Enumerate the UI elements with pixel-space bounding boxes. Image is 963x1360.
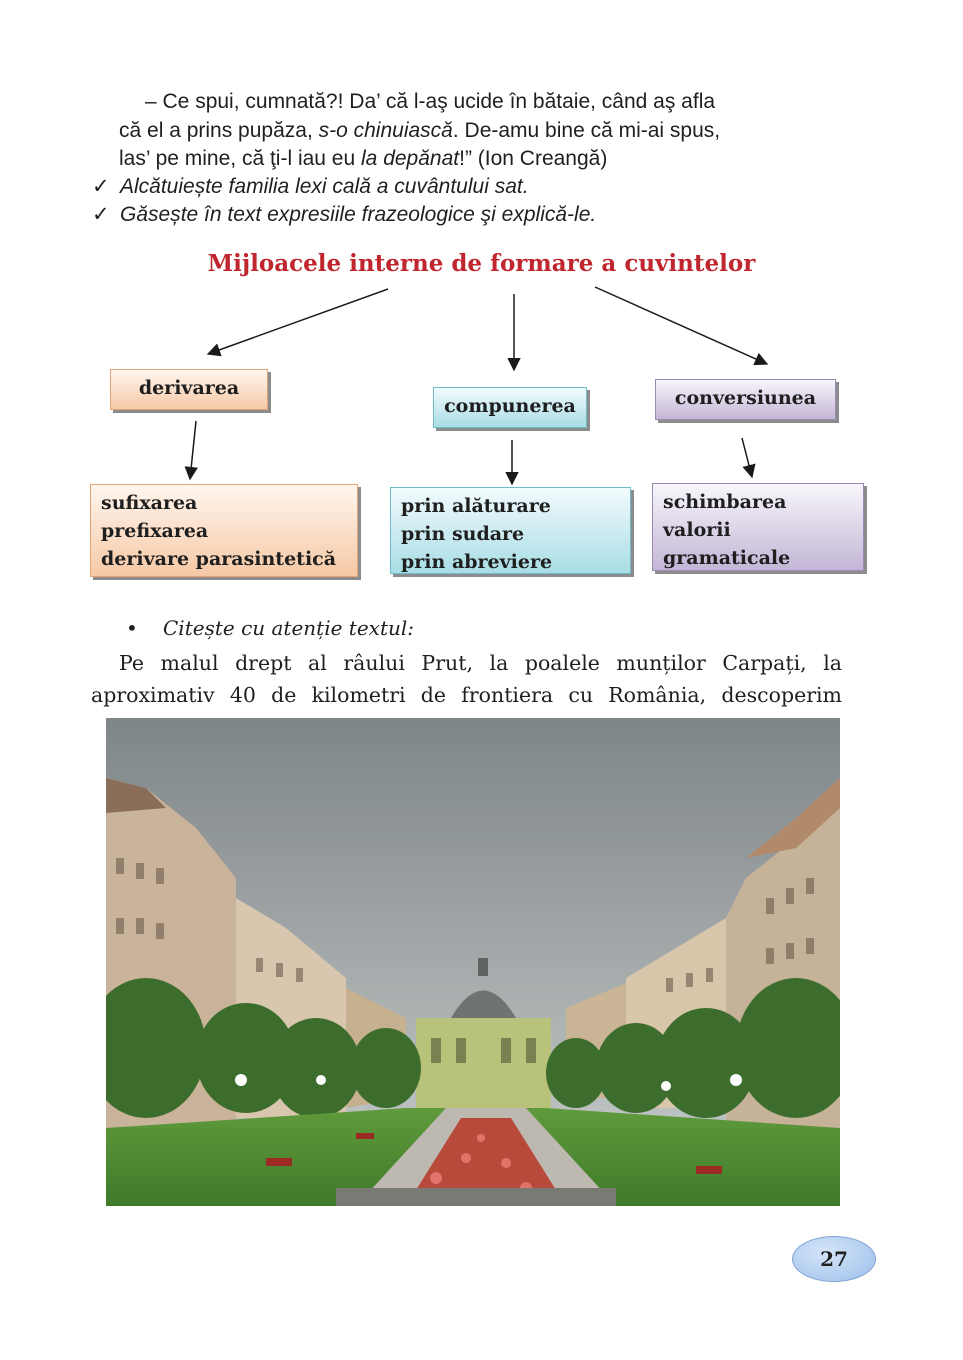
detail-item: schimbarea (663, 491, 787, 513)
arrow-to-conversiunea (594, 286, 769, 366)
conversiunea-details: schimbarea valorii gramaticale (652, 483, 864, 571)
city-square-photo (106, 718, 840, 1206)
detail-item: valorii (663, 519, 731, 541)
diagram-arrows (184, 286, 769, 486)
bullet-icon: • (126, 616, 138, 640)
category-derivarea: derivarea (110, 369, 268, 410)
detail-item: prin sudare (401, 523, 525, 545)
task-1: ✓Alcătuiește familia lexi cală a cuvântu… (92, 173, 529, 201)
detail-item: sufixarea (101, 492, 198, 514)
quote-line-3: las’ pe mine, că ţi-l iau eu la depănat!… (119, 147, 608, 170)
quote-text: – Ce spui, cumnată?! Da’ că l-aş ucide î… (119, 88, 849, 174)
derivarea-details: sufixarea prefixarea derivare parasintet… (90, 484, 358, 577)
detail-item: derivare parasintetică (101, 548, 337, 570)
page-number-badge: 27 (792, 1236, 876, 1282)
reading-line-2: aproximativ 40 de kilometri de frontiera… (91, 683, 842, 707)
detail-item: prin abreviere (401, 551, 553, 573)
arrow-derivarea-down (184, 420, 198, 481)
checkmark-icon: ✓ (92, 175, 110, 198)
arrow-conversiunea-down (741, 437, 756, 479)
diagram-title: Mijloacele interne de formare a cuvintel… (207, 250, 756, 277)
detail-item: prin alăturare (401, 495, 551, 517)
compunerea-details: prin alăturare prin sudare prin abrevier… (390, 487, 631, 574)
category-compunerea: compunerea (433, 387, 587, 428)
quote-line-1: – Ce spui, cumnată?! Da’ că l-aş ucide î… (145, 90, 716, 113)
reading-line-1: Pe malul drept al râului Prut, la poalel… (119, 651, 842, 675)
detail-item: gramaticale (663, 547, 791, 569)
reading-instruction: •Citește cu atenție textul: (126, 616, 415, 640)
arrow-to-derivarea (206, 288, 389, 357)
detail-item: prefixarea (101, 520, 209, 542)
category-conversiunea: conversiunea (655, 379, 836, 420)
task-2: ✓Găsește în text expresiile frazeologice… (92, 201, 596, 229)
quote-line-2: că el a prins pupăza, s-o chinuiască. De… (119, 118, 721, 142)
checkmark-icon: ✓ (92, 203, 110, 226)
